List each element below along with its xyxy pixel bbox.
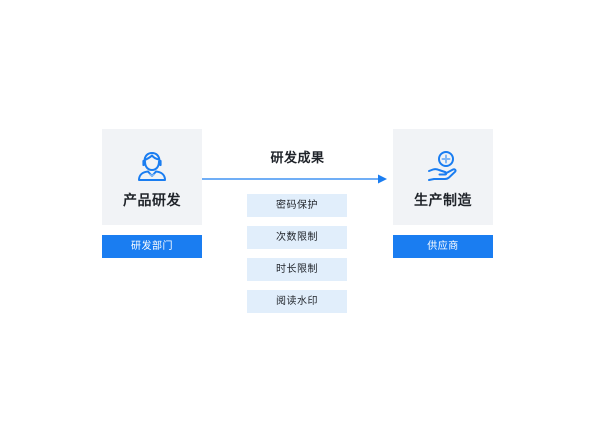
feature-item-password-protection: 密码保护 [247,194,347,217]
flow-arrow [202,174,387,184]
hand-plus-icon [428,151,457,181]
protection-feature-list: 密码保护 次数限制 时长限制 阅读水印 [247,194,347,322]
rd-node-title: 产品研发 [123,193,181,209]
feature-item-count-limit: 次数限制 [247,226,347,249]
manufacturing-node-title: 生产制造 [414,193,472,209]
person-headset-icon [138,151,166,181]
supplier-badge: 供应商 [393,235,493,258]
feature-item-duration-limit: 时长限制 [247,258,347,281]
rd-department-badge: 研发部门 [102,235,202,258]
flow-label: 研发成果 [270,151,325,166]
rd-node-card: 产品研发 [102,129,202,225]
feature-item-reading-watermark: 阅读水印 [247,290,347,313]
manufacturing-node-card: 生产制造 [393,129,493,225]
